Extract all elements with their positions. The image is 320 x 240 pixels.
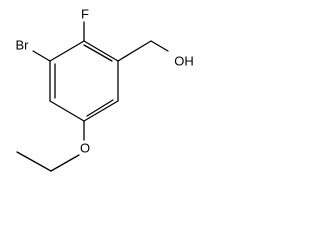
benzene-ring xyxy=(49,40,119,122)
double-bond-inner-c1-c2 xyxy=(83,44,113,62)
hydroxyl-label: OH xyxy=(174,54,194,69)
ether-oxygen-label: O xyxy=(80,141,90,156)
bond-ch2-oh xyxy=(150,40,169,52)
bond-ch2-ch3 xyxy=(16,151,52,172)
ring-bond-c5-c6 xyxy=(83,100,119,122)
double-bond-inner-c5-c6 xyxy=(86,99,114,117)
bromine-label: Br xyxy=(16,38,30,53)
bond-c1-ch2 xyxy=(117,40,152,62)
ring-bond-c1-c2 xyxy=(83,40,119,62)
ring-bond-c4-c5 xyxy=(49,100,85,122)
molecule-structure: F Br OH O xyxy=(16,7,194,172)
fluorine-label: F xyxy=(81,7,89,22)
bond-c3-br xyxy=(32,50,51,62)
ring-bond-c2-c3 xyxy=(49,40,85,62)
bond-o-ch2 xyxy=(50,154,80,172)
